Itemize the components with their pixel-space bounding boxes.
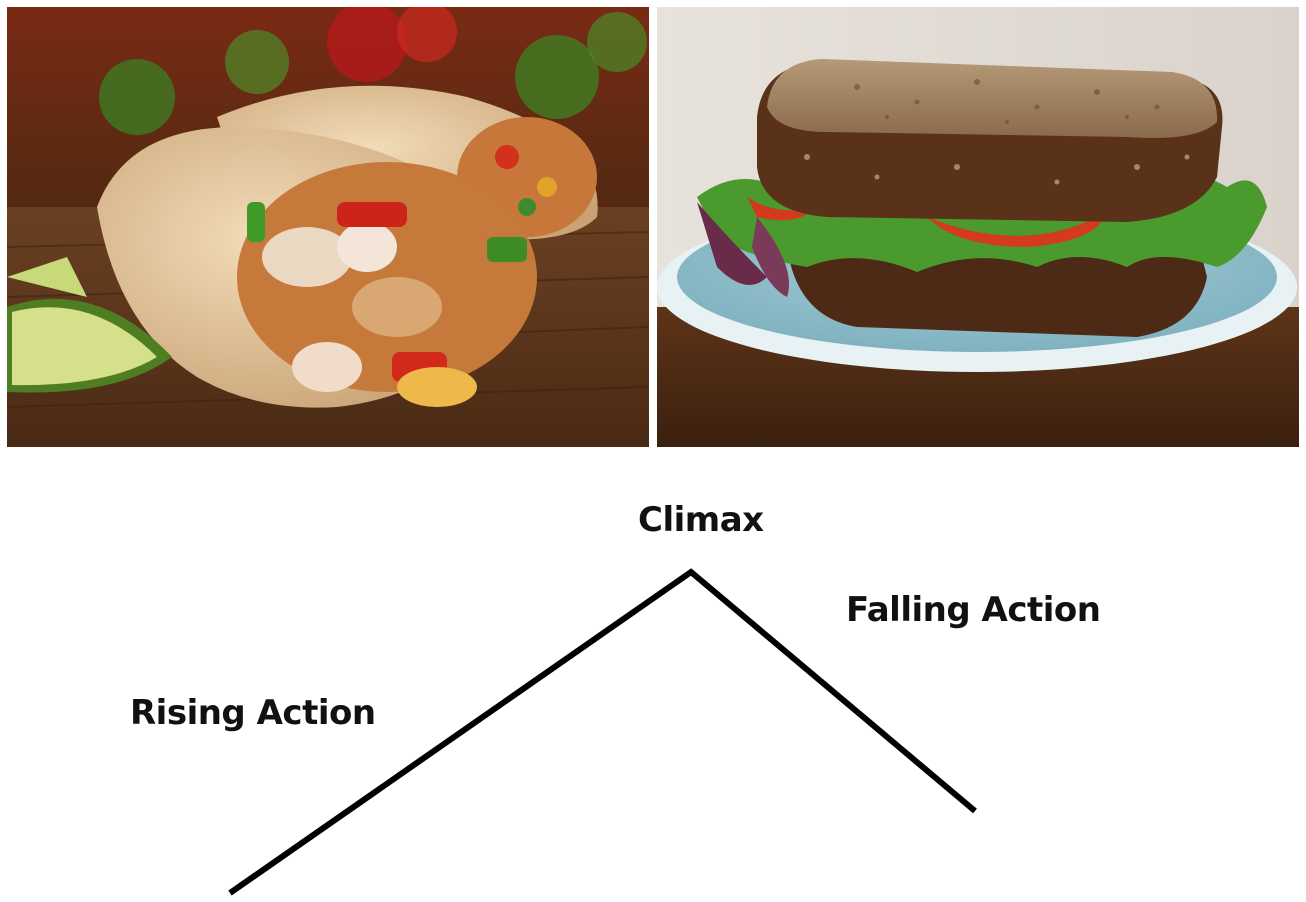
burrito-photo — [7, 7, 649, 447]
climax-label: Climax — [638, 500, 764, 540]
sandwich-photo — [657, 7, 1299, 447]
falling-action-label: Falling Action — [846, 590, 1101, 630]
rising-action-label: Rising Action — [130, 693, 376, 733]
